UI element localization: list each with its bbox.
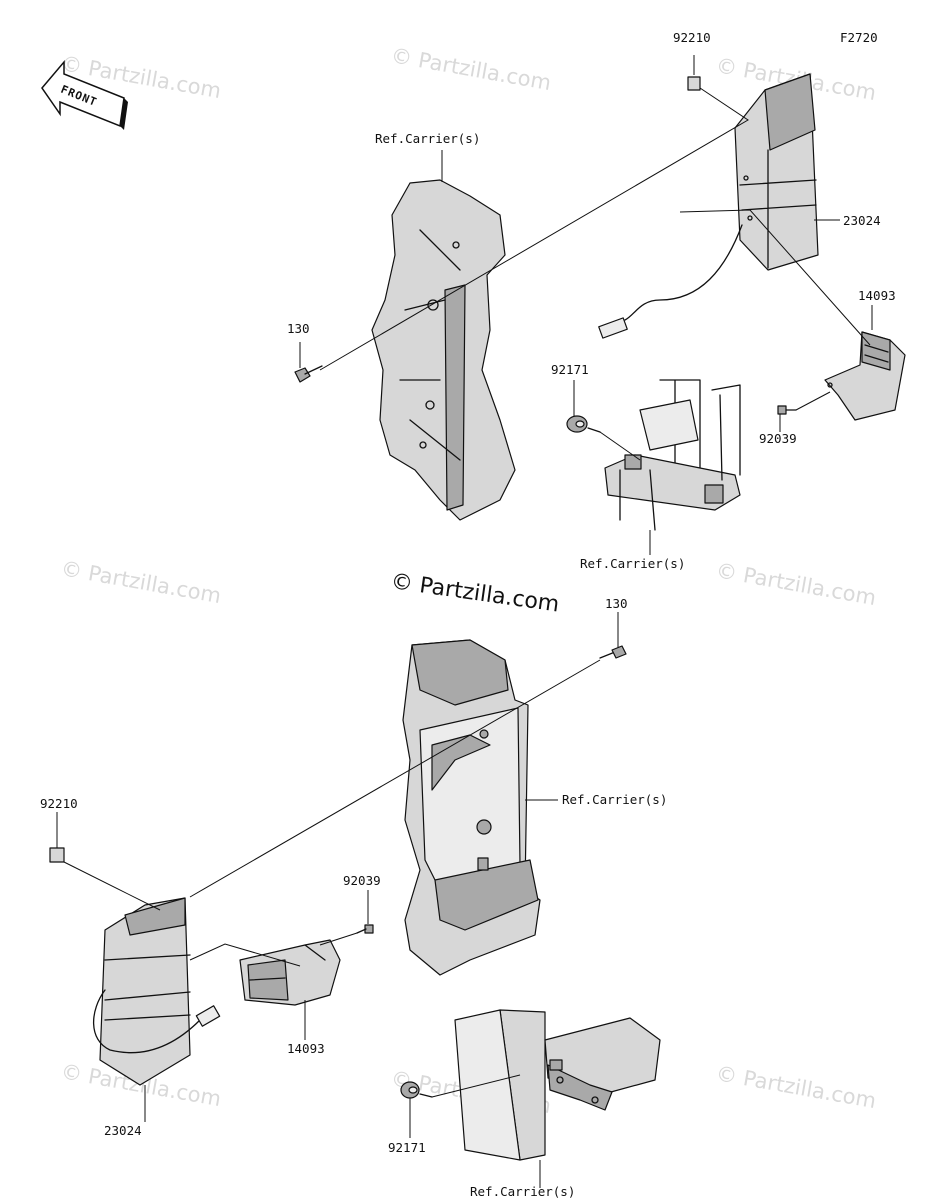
front-arrow-icon: FRONT xyxy=(41,59,128,130)
watermark: © Partzilla.com xyxy=(714,1061,878,1113)
top-clip-nut xyxy=(687,76,701,91)
callout-ref-carrier-top-2: Ref.Carrier(s) xyxy=(580,556,685,571)
callout-ref-carrier-bottom: Ref.Carrier(s) xyxy=(562,792,667,807)
bottom-clamp xyxy=(400,1081,433,1099)
bottom-carrier-bracket xyxy=(402,639,541,976)
top-taillight-assembly xyxy=(598,73,819,339)
top-bolt xyxy=(294,365,323,383)
top-screw xyxy=(777,405,797,415)
callout-ref-carrier-bottom-2: Ref.Carrier(s) xyxy=(470,1184,575,1199)
copyright-notice: © Partzilla.com xyxy=(389,569,561,617)
callout-92210-top: 92210 xyxy=(673,30,711,45)
callout-14093-bottom: 14093 xyxy=(287,1041,325,1056)
callout-92171-bottom: 92171 xyxy=(388,1140,426,1155)
callout-92039-top: 92039 xyxy=(759,431,797,446)
watermark: © Partzilla.com xyxy=(714,558,878,610)
callout-92039-bottom: 92039 xyxy=(343,873,381,888)
callout-130-bottom: 130 xyxy=(605,596,628,611)
top-leader-lines xyxy=(299,55,873,555)
callout-23024-bottom: 23024 xyxy=(104,1123,142,1138)
callout-23024-top: 23024 xyxy=(843,213,881,228)
top-reflector xyxy=(824,331,906,421)
bottom-screw xyxy=(356,924,374,934)
top-lower-carrier-bracket xyxy=(604,379,741,531)
figure-code: F2720 xyxy=(840,30,878,45)
callout-92210-bottom: 92210 xyxy=(40,796,78,811)
watermark: © Partzilla.com xyxy=(59,556,223,608)
callout-ref-carrier-top: Ref.Carrier(s) xyxy=(375,131,480,146)
watermark: © Partzilla.com xyxy=(389,43,553,95)
callout-14093-top: 14093 xyxy=(858,288,896,303)
bottom-clip-nut xyxy=(49,847,65,863)
bottom-lower-carrier-bracket xyxy=(454,1009,661,1161)
bottom-reflector xyxy=(239,939,341,1006)
callout-92171-top: 92171 xyxy=(551,362,589,377)
bottom-taillight-assembly xyxy=(93,897,221,1086)
top-carrier-bracket xyxy=(371,179,516,521)
bottom-leader-lines xyxy=(56,612,619,1188)
top-clamp xyxy=(566,415,601,433)
bottom-bolt xyxy=(599,645,627,659)
callout-130-top: 130 xyxy=(287,321,310,336)
